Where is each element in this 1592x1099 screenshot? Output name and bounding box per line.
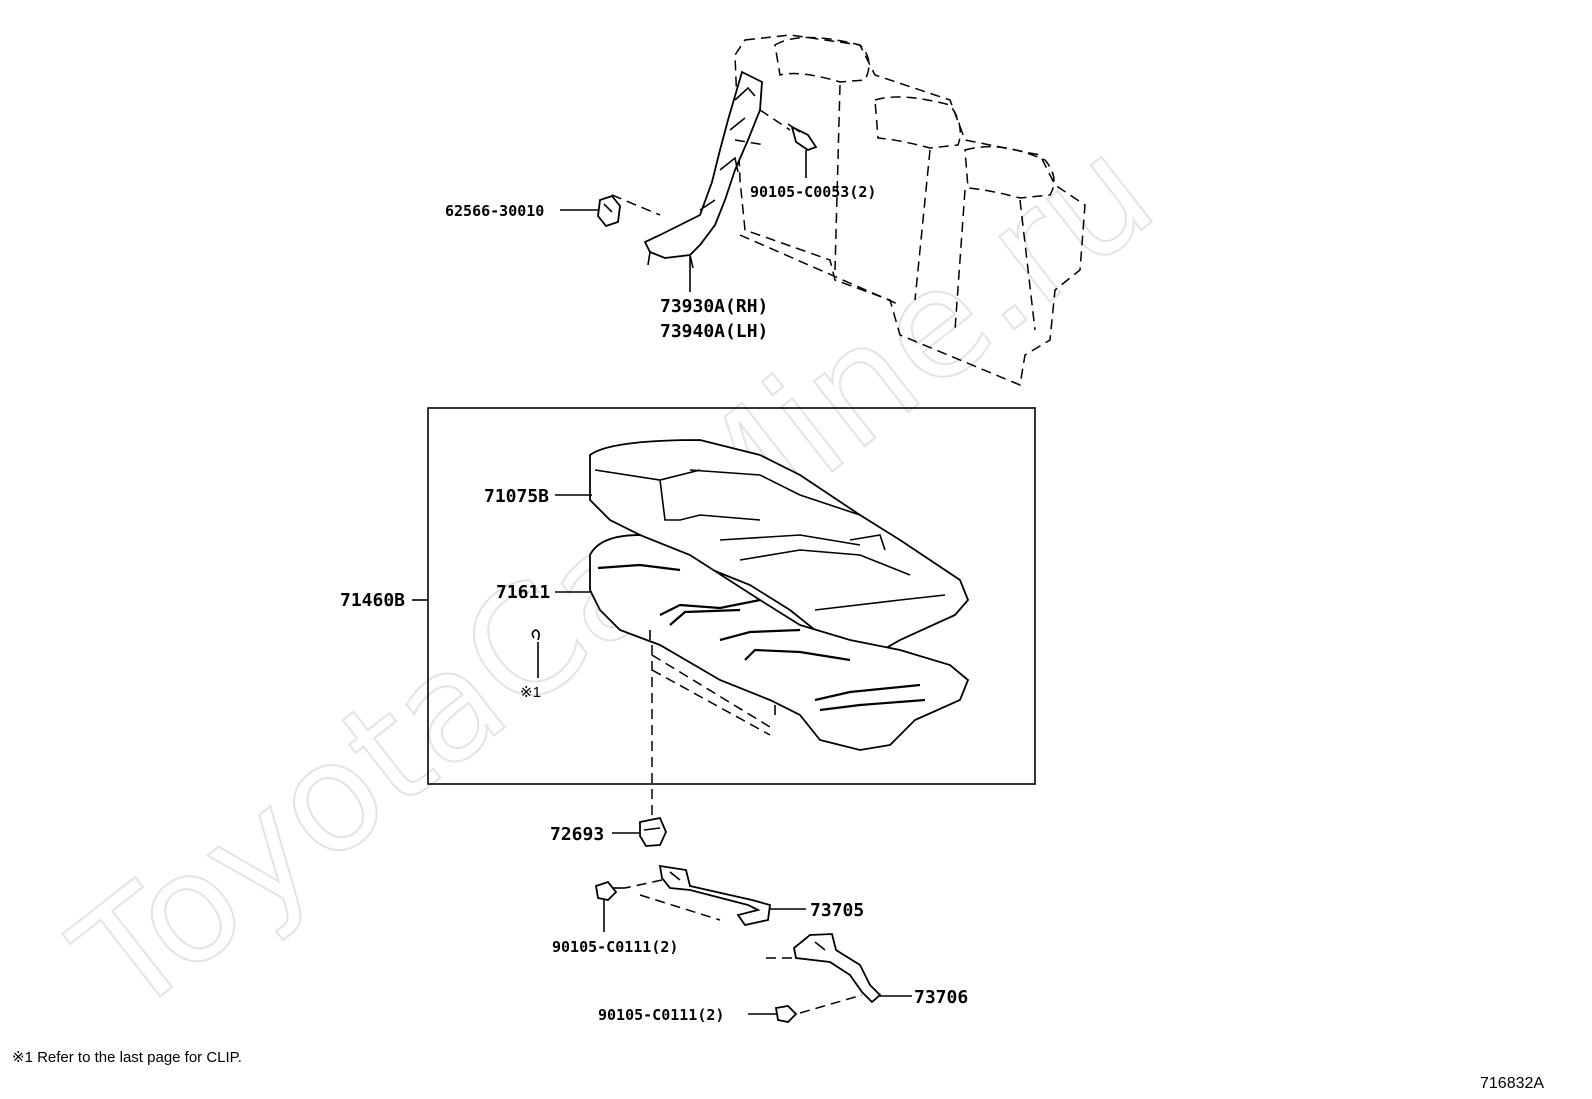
label-73930a-rh: 73930A(RH) (660, 296, 768, 317)
label-71611: 71611 (496, 582, 550, 603)
bracket-73706-part (766, 933, 882, 1014)
seat-cushion-pad-part (589, 534, 970, 751)
bracket-73705-part (624, 864, 771, 927)
seat-cushion-cover-part (589, 439, 970, 661)
label-73705: 73705 (810, 900, 864, 921)
seat-back-assembly (734, 34, 1086, 387)
label-note-ref: ※1 (520, 684, 541, 701)
label-62566-30010: 62566-30010 (445, 202, 544, 220)
label-73706: 73706 (914, 987, 968, 1008)
label-90105-c0111-a: 90105-C0111(2) (552, 938, 678, 956)
label-72693: 72693 (550, 824, 604, 845)
label-90105-c0111-b: 90105-C0111(2) (598, 1006, 724, 1024)
bolt-90105-c0111-a-part (594, 880, 625, 901)
label-71075b: 71075B (484, 486, 549, 507)
bolt-90105-c0111-b-part (774, 1005, 798, 1023)
clip-62566-part (597, 194, 661, 228)
clip-72693-part (639, 816, 667, 847)
seat-cushion-assembly-box (427, 407, 1036, 785)
label-73940a-lh: 73940A(LH) (660, 321, 768, 342)
footnote-text: ※1 Refer to the last page for CLIP. (12, 1049, 242, 1066)
label-90105-c0053: 90105-C0053(2) (750, 183, 876, 201)
seatback-side-trim-part (643, 70, 791, 269)
figure-code: 716832A (1480, 1075, 1544, 1092)
bolt-90105-c0053-part (787, 123, 818, 152)
clip-note-part (531, 629, 540, 678)
label-71460b: 71460B (340, 590, 405, 611)
